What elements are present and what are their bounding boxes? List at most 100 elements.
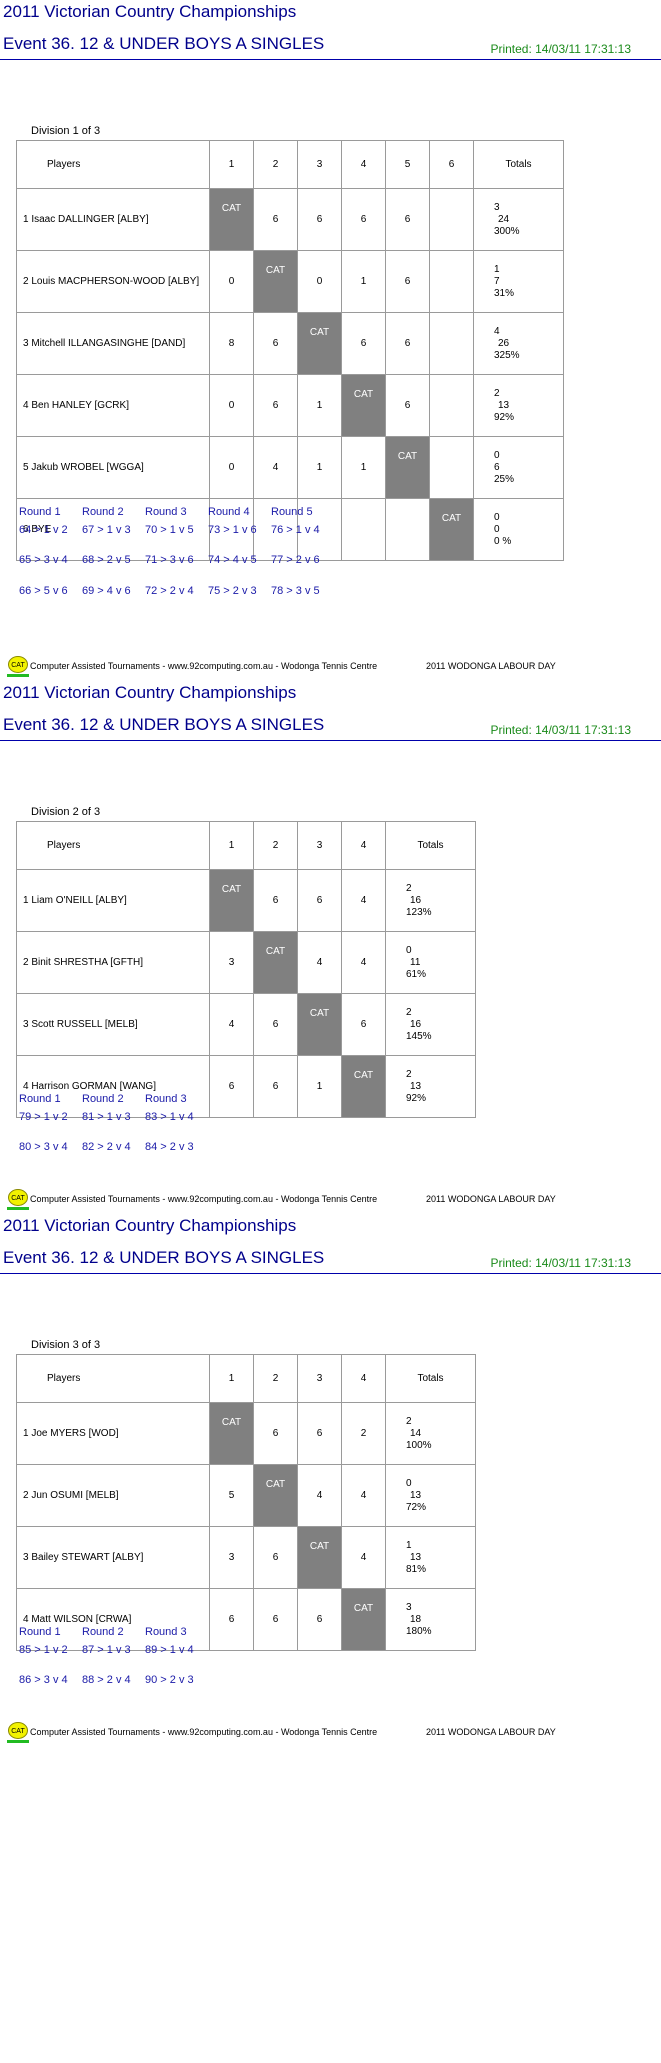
match-link[interactable]: 73 > 1 v 6 — [208, 524, 257, 536]
player-name: 4 Matt WILSON [CRWA] — [16, 1588, 210, 1651]
match-link[interactable]: 69 > 4 v 6 — [82, 585, 131, 597]
player-name: 2 Jun OSUMI [MELB] — [16, 1464, 210, 1527]
match-link[interactable]: 67 > 1 v 3 — [82, 524, 131, 536]
table-row: 3 Scott RUSSELL [MELB] 4 6 CAT 6 2 16 14… — [16, 993, 476, 1056]
match-link[interactable]: 76 > 1 v 4 — [271, 524, 320, 536]
cat-logo-text: CAT — [11, 1195, 25, 1202]
score-cell: 1 — [297, 436, 342, 499]
totals-wins: 0 — [406, 1477, 412, 1489]
cat-cell: CAT — [341, 374, 386, 437]
score-cell: 4 — [253, 436, 298, 499]
match-link[interactable]: 81 > 1 v 3 — [82, 1111, 131, 1123]
score-cell: 4 — [341, 869, 386, 932]
totals-percentage: 100% — [406, 1439, 432, 1451]
score-cell: 5 — [209, 1464, 254, 1527]
round-label: Round 2 — [82, 1626, 124, 1638]
cat-cell: CAT — [209, 869, 254, 932]
score-cell: 6 — [341, 312, 386, 375]
round-label: Round 3 — [145, 1093, 187, 1105]
column-header: 1 — [209, 1354, 254, 1403]
match-link[interactable]: 75 > 2 v 3 — [208, 585, 257, 597]
column-header: 3 — [297, 821, 342, 870]
division-section-3: 2011 Victorian Country Championships Eve… — [0, 1214, 661, 1747]
totals-percentage: 0 % — [494, 535, 512, 547]
column-header: 4 — [341, 821, 386, 870]
score-cell: 4 — [341, 931, 386, 994]
cat-cell: CAT — [209, 188, 254, 251]
match-link[interactable]: 86 > 3 v 4 — [19, 1674, 68, 1686]
score-cell: 6 — [341, 993, 386, 1056]
table-row: 2 Jun OSUMI [MELB] 5 CAT 4 4 0 13 72% — [16, 1464, 476, 1527]
totals-header: Totals — [385, 1354, 476, 1403]
table-row: 4 Ben HANLEY [GCRK] 0 6 1 CAT 6 2 13 92% — [16, 374, 564, 437]
match-link[interactable]: 68 > 2 v 5 — [82, 554, 131, 566]
match-link[interactable]: 80 > 3 v 4 — [19, 1141, 68, 1153]
cat-cell: CAT — [297, 312, 342, 375]
score-cell: 4 — [341, 1464, 386, 1527]
score-cell: 6 — [253, 1402, 298, 1465]
score-cell: 6 — [297, 1588, 342, 1651]
player-name: 4 Harrison GORMAN [WANG] — [16, 1055, 210, 1118]
totals-wins: 1 — [406, 1539, 412, 1551]
match-link[interactable]: 72 > 2 v 4 — [145, 585, 194, 597]
totals-cell: 3 18 180% — [385, 1588, 476, 1651]
totals-wins: 2 — [494, 387, 500, 399]
match-link[interactable]: 74 > 4 v 5 — [208, 554, 257, 566]
cat-cell: CAT — [253, 250, 298, 313]
footer-event-name: 2011 WODONGA LABOUR DAY — [426, 661, 556, 671]
score-cell: 6 — [253, 1055, 298, 1118]
match-link[interactable]: 84 > 2 v 3 — [145, 1141, 194, 1153]
totals-percentage: 300% — [494, 225, 520, 237]
match-link[interactable]: 64 > 1 v 2 — [19, 524, 68, 536]
round-label: Round 2 — [82, 1093, 124, 1105]
column-header: 2 — [253, 140, 298, 189]
page-title: 2011 Victorian Country Championships — [3, 2, 297, 21]
match-link[interactable]: 85 > 1 v 2 — [19, 1644, 68, 1656]
match-link[interactable]: 83 > 1 v 4 — [145, 1111, 194, 1123]
score-cell: 6 — [385, 188, 430, 251]
page-title: 2011 Victorian Country Championships — [3, 1216, 297, 1235]
match-link[interactable]: 77 > 2 v 6 — [271, 554, 320, 566]
players-header: Players — [16, 140, 210, 189]
score-cell: 6 — [385, 374, 430, 437]
match-link[interactable]: 90 > 2 v 3 — [145, 1674, 194, 1686]
score-cell — [429, 436, 474, 499]
round-label: Round 1 — [19, 1626, 61, 1638]
table-row: 6 BYE CAT 0 0 0 % — [16, 498, 564, 561]
match-link[interactable]: 79 > 1 v 2 — [19, 1111, 68, 1123]
totals-games: 14 — [410, 1427, 422, 1439]
score-cell: 6 — [253, 993, 298, 1056]
match-link[interactable]: 82 > 2 v 4 — [82, 1141, 131, 1153]
match-link[interactable]: 66 > 5 v 6 — [19, 585, 68, 597]
totals-cell: 0 6 25% — [473, 436, 564, 499]
table-row: 3 Mitchell ILLANGASINGHE [DAND] 8 6 CAT … — [16, 312, 564, 375]
match-link[interactable]: 65 > 3 v 4 — [19, 554, 68, 566]
score-cell — [253, 498, 298, 561]
match-link[interactable]: 71 > 3 v 6 — [145, 554, 194, 566]
cat-cell: CAT — [209, 1402, 254, 1465]
table-header-row: Players 1 2 3 4 5 6 Totals — [16, 140, 564, 189]
score-cell: 6 — [297, 1402, 342, 1465]
score-cell: 6 — [341, 188, 386, 251]
header-divider — [0, 740, 661, 741]
totals-percentage: 92% — [494, 411, 515, 423]
division-label: Division 1 of 3 — [31, 125, 101, 137]
match-link[interactable]: 89 > 1 v 4 — [145, 1644, 194, 1656]
player-name: 3 Mitchell ILLANGASINGHE [DAND] — [16, 312, 210, 375]
cat-cell: CAT — [297, 993, 342, 1056]
totals-games: 6 — [494, 461, 500, 473]
totals-games: 16 — [410, 894, 422, 906]
match-link[interactable]: 87 > 1 v 3 — [82, 1644, 131, 1656]
event-title: Event 36. 12 & UNDER BOYS A SINGLES — [3, 715, 325, 734]
column-header: 4 — [341, 1354, 386, 1403]
totals-cell: 0 0 0 % — [473, 498, 564, 561]
totals-cell: 2 14 100% — [385, 1402, 476, 1465]
totals-wins: 2 — [406, 1415, 412, 1427]
match-link[interactable]: 70 > 1 v 5 — [145, 524, 194, 536]
match-link[interactable]: 88 > 2 v 4 — [82, 1674, 131, 1686]
player-name: 2 Louis MACPHERSON-WOOD [ALBY] — [16, 250, 210, 313]
match-link[interactable]: 78 > 3 v 5 — [271, 585, 320, 597]
column-header: 5 — [385, 140, 430, 189]
totals-percentage: 81% — [406, 1563, 427, 1575]
score-cell: 1 — [297, 1055, 342, 1118]
